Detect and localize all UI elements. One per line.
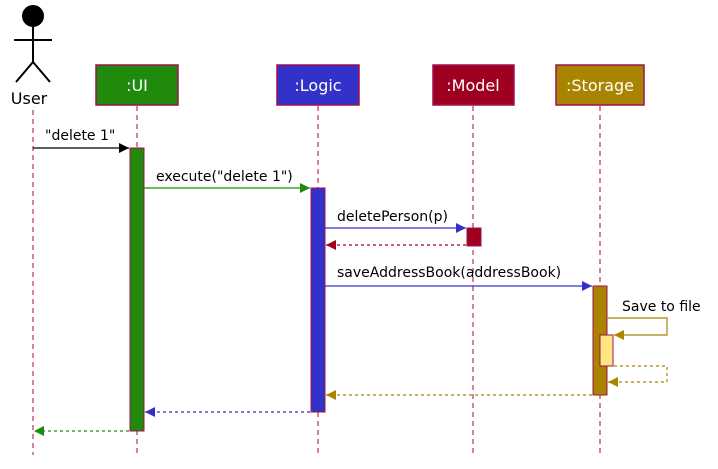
return-saveFile-arrow: [608, 365, 668, 387]
user-actor-label: User: [11, 89, 48, 108]
participant-ui-label: :UI: [126, 76, 148, 95]
message-saveFile-label: Save to file: [622, 299, 701, 315]
message-saveFile-arrow: [607, 317, 668, 340]
message-deletePerson-label: deletePerson(p): [337, 209, 448, 225]
message-delete-label: "delete 1": [45, 128, 115, 144]
user-actor-icon: [14, 5, 52, 83]
message-execute-label: execute("delete 1"): [156, 169, 293, 185]
participant-model-box: [432, 64, 515, 106]
participant-model-label: :Model: [446, 76, 499, 95]
activation-storage-self: [599, 334, 614, 367]
activation-ui: [129, 147, 145, 432]
participant-storage-label: :Storage: [566, 76, 634, 95]
message-saveAddressBook-label: saveAddressBook(addressBook): [337, 265, 561, 281]
participant-ui-box: [95, 64, 179, 106]
participant-logic-box: [276, 64, 360, 106]
activation-model: [466, 227, 482, 247]
participant-storage-box: [555, 64, 645, 106]
activation-logic: [310, 187, 326, 413]
participant-logic-label: :Logic: [294, 76, 341, 95]
